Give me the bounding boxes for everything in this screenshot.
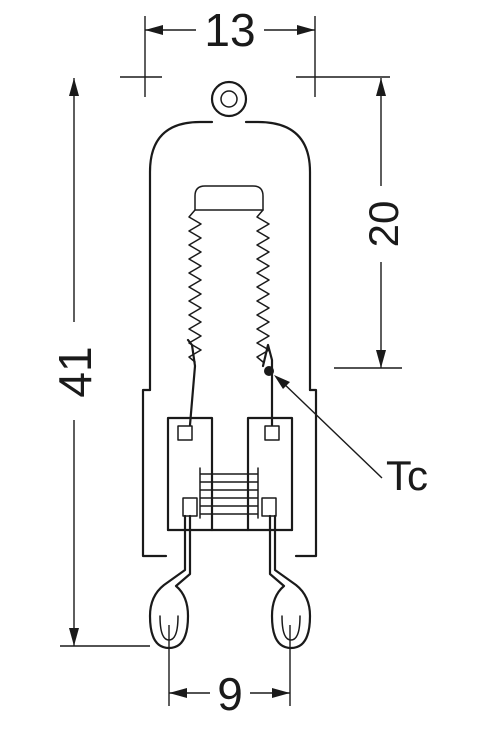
pin-right	[268, 514, 312, 650]
tc-point	[264, 366, 274, 376]
tc-arrow	[274, 375, 290, 389]
arrow-right	[297, 25, 315, 35]
lamp-base	[141, 388, 318, 558]
arrow-left	[169, 688, 187, 698]
pin-block-left	[182, 497, 198, 517]
dimension-pin-spacing: 9	[168, 625, 291, 720]
contact-right	[264, 425, 280, 441]
lead-wire-left	[186, 338, 197, 427]
pin-left	[148, 514, 192, 650]
tc-label: Tc	[386, 452, 428, 499]
filament-coil-right	[256, 209, 270, 363]
pin-block-right	[261, 497, 277, 517]
dimension-label-20: 20	[360, 201, 407, 248]
arrow-right	[272, 688, 290, 698]
dimension-top-width: 13	[120, 4, 390, 97]
top-hook	[210, 80, 248, 118]
dimension-total-height: 41	[49, 78, 150, 647]
arrow-down	[376, 350, 386, 368]
arrow-down	[69, 628, 79, 646]
filament-coil-left	[188, 209, 202, 363]
bulb-envelope	[148, 80, 312, 392]
top-hook-hole	[220, 90, 238, 108]
capsule-outline	[148, 120, 312, 392]
arrow-up	[376, 78, 386, 96]
tc-annotation: Tc	[274, 375, 428, 499]
lead-wire-right	[261, 343, 274, 427]
dimension-label-41: 41	[49, 346, 101, 397]
pins	[148, 514, 312, 650]
arrow-up	[69, 78, 79, 96]
foil-strip	[199, 467, 259, 519]
filament-arch	[194, 185, 264, 211]
dimension-label-13: 13	[204, 4, 255, 56]
base-outline	[141, 388, 318, 558]
dimension-label-9: 9	[217, 668, 243, 720]
arrow-left	[145, 25, 163, 35]
dimension-capsule-height: 20	[334, 78, 407, 369]
filament	[186, 185, 274, 427]
contact-left	[177, 425, 193, 441]
pin-right-inner	[281, 615, 301, 641]
